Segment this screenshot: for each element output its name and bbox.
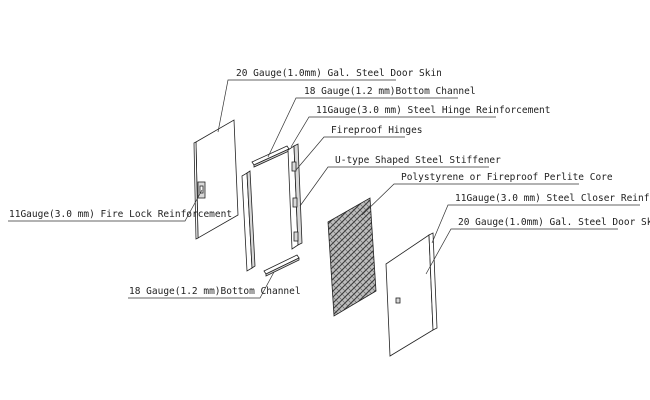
label-u-stiffener: U-type Shaped Steel Stiffener xyxy=(335,155,501,166)
hinge-icon xyxy=(293,231,299,242)
leader-door-skin-right xyxy=(425,228,456,275)
right-door-skin xyxy=(385,232,438,357)
hinge-icon xyxy=(291,161,297,172)
label-door-skin-top: 20 Gauge(1.0mm) Gal. Steel Door Skin xyxy=(236,68,442,79)
leader-bottom-channel-top xyxy=(267,97,302,158)
hinge-side-stiffener xyxy=(287,143,303,250)
label-fire-lock: 11Gauge(3.0 mm) Fire Lock Reinforcement xyxy=(9,209,232,220)
hinge-icon xyxy=(292,197,298,208)
label-bottom-channel-lower: 18 Gauge(1.2 mm)Bottom Channel xyxy=(129,286,301,297)
bottom-channel-lower-part xyxy=(263,254,300,277)
label-core: Polystyrene or Fireproof Perlite Core xyxy=(401,172,613,183)
label-hinge-reinforcement: 11Gauge(3.0 mm) Steel Hinge Reinforcemen… xyxy=(316,105,551,116)
bottom-channel-top-part xyxy=(251,145,290,168)
label-bottom-channel-top: 18 Gauge(1.2 mm)Bottom Channel xyxy=(304,86,476,97)
lock-hole-icon xyxy=(395,297,401,304)
label-fireproof-hinges: Fireproof Hinges xyxy=(331,125,423,136)
leader-bottom-channel-lower xyxy=(128,271,275,299)
leader-fireproof-hinges xyxy=(295,136,329,171)
left-door-skin xyxy=(193,119,239,240)
insulation-core xyxy=(327,197,377,317)
leader-u-stiffener xyxy=(299,166,333,207)
leader-core xyxy=(361,183,399,216)
leader-fire-lock xyxy=(8,189,203,222)
lock-side-channel xyxy=(241,170,256,272)
leader-door-skin-top xyxy=(217,79,233,133)
leader-closer-reinforcement xyxy=(431,204,453,244)
label-door-skin-right: 20 Gauge(1.0mm) Gal. Steel Door Skin xyxy=(458,217,650,228)
label-closer-reinforcement: 11Gauge(3.0 mm) Steel Closer Reinforceme… xyxy=(455,193,650,204)
leader-hinge-reinforcement xyxy=(290,116,314,148)
